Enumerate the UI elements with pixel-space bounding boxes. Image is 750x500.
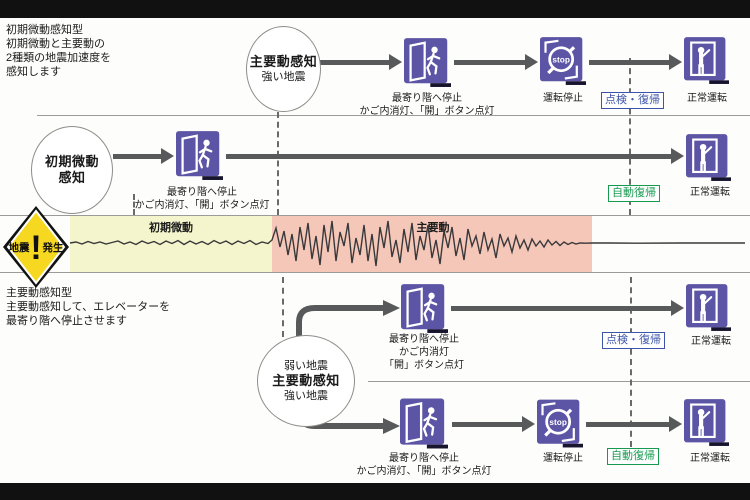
label-line: 最寄り階へ停止 bbox=[389, 334, 459, 345]
quake-sign-right-text: 発生 bbox=[42, 241, 64, 254]
circle-main-label: 主要動感知 bbox=[272, 373, 340, 388]
s-wave-detect-circle-bottom: 弱い地震 主要動感知 強い地震 bbox=[257, 335, 355, 427]
operation-stop-icon bbox=[540, 37, 586, 86]
nearest-floor-stop-label: 最寄り階へ停止 かご内消灯、「開」ボタン点灯 bbox=[334, 452, 514, 478]
normal-operation-label: 正常運転 bbox=[690, 453, 730, 464]
label-line: 「開」ボタン点灯 bbox=[384, 360, 464, 371]
auto-recovery-badge: 自動復帰 bbox=[607, 448, 659, 465]
elevator-run-icon bbox=[400, 398, 448, 450]
inspection-recovery-badge: 点検・復帰 bbox=[601, 92, 664, 109]
label-line: 最寄り階へ停止 bbox=[167, 187, 237, 198]
circle-sub-label: 弱い地震 bbox=[284, 360, 328, 372]
letterbox-bottom bbox=[0, 483, 750, 500]
note-line: 初期微動と主要動の bbox=[6, 38, 105, 50]
circle-main-label: 主要動感知 bbox=[249, 54, 318, 69]
divider bbox=[37, 115, 750, 116]
flow-arrow bbox=[586, 416, 682, 433]
timing-dash-p-wave bbox=[133, 194, 135, 215]
normal-operation-label: 正常運転 bbox=[690, 187, 730, 198]
normal-operation-icon bbox=[686, 133, 731, 183]
auto-recovery-badge: 自動復帰 bbox=[608, 185, 660, 202]
note-line: 感知します bbox=[6, 66, 61, 78]
note-line: 初期微動感知型 bbox=[6, 24, 83, 36]
flow-arrow bbox=[318, 54, 402, 71]
divider bbox=[368, 381, 750, 382]
s-wave-type-note: 主要動感知型 主要動感知して、エレベーターを 最寄り階へ停止させます bbox=[6, 286, 170, 328]
flow-arrow bbox=[226, 148, 684, 165]
timing-dash-s-wave-bottom bbox=[282, 277, 284, 337]
circle-sub-label: 強い地震 bbox=[284, 390, 328, 402]
elevator-run-icon bbox=[176, 130, 223, 182]
label-line: かご内消灯、「開」ボタン点灯 bbox=[359, 106, 495, 117]
circle-main-label: 感知 bbox=[58, 170, 86, 185]
flow-arrow bbox=[451, 300, 684, 317]
normal-operation-icon bbox=[684, 37, 729, 85]
quake-sign-exclamation: ! bbox=[30, 229, 41, 267]
earthquake-occurrence-sign: 地震 ! 発生 bbox=[3, 206, 69, 288]
timing-dash-s-wave-top bbox=[277, 112, 279, 215]
s-wave-detect-circle-top: 主要動感知 強い地震 bbox=[246, 26, 321, 112]
note-line: 2種類の地震加速度を bbox=[6, 52, 112, 64]
operation-stop-label: 運転停止 bbox=[543, 93, 583, 104]
circle-main-label: 初期微動 bbox=[44, 154, 99, 169]
nearest-floor-stop-label: 最寄り階へ停止 かご内消灯 「開」ボタン点灯 bbox=[334, 333, 514, 372]
flow-arrow bbox=[452, 416, 535, 433]
flow-arrow bbox=[454, 54, 538, 71]
divider bbox=[0, 215, 750, 216]
normal-operation-icon bbox=[686, 284, 731, 332]
letterbox-top bbox=[0, 0, 750, 18]
label-line: かご内消灯 bbox=[399, 347, 449, 358]
elevator-run-icon bbox=[404, 38, 451, 88]
p-wave-type-note: 初期微動感知型 初期微動と主要動の 2種類の地震加速度を 感知します bbox=[6, 23, 111, 79]
label-line: 最寄り階へ停止 bbox=[392, 93, 462, 104]
note-line: 主要動感知型 bbox=[6, 287, 72, 299]
timing-dash-recovery-bottom bbox=[630, 277, 632, 447]
nearest-floor-stop-label: 最寄り階へ停止 かご内消灯、「開」ボタン点灯 bbox=[112, 186, 292, 212]
circle-sub-label: 強い地震 bbox=[261, 71, 306, 83]
note-line: 主要動感知して、エレベーターを bbox=[6, 301, 171, 313]
operation-stop-label: 運転停止 bbox=[543, 453, 583, 464]
quake-sign-left-text: 地震 bbox=[9, 241, 30, 254]
p-wave-label: 初期微動 bbox=[149, 222, 193, 234]
normal-operation-label: 正常運転 bbox=[687, 93, 727, 104]
p-wave-detect-circle: 初期微動 感知 bbox=[31, 126, 113, 214]
divider bbox=[0, 272, 750, 273]
operation-stop-icon bbox=[537, 398, 583, 450]
flow-arrow bbox=[589, 54, 682, 71]
normal-operation-label: 正常運転 bbox=[691, 336, 731, 347]
label-line: かご内消灯、「開」ボタン点灯 bbox=[356, 466, 492, 477]
inspection-recovery-badge: 点検・復帰 bbox=[602, 332, 665, 349]
timing-dash-recovery-top bbox=[629, 58, 631, 215]
elevator-run-icon bbox=[401, 284, 448, 334]
note-line: 最寄り階へ停止させます bbox=[6, 315, 127, 327]
flow-arrow bbox=[113, 148, 174, 165]
nearest-floor-stop-label: 最寄り階へ停止 かご内消灯、「開」ボタン点灯 bbox=[337, 92, 517, 118]
label-line: 最寄り階へ停止 bbox=[389, 453, 459, 464]
s-wave-label: 主要動 bbox=[416, 222, 450, 234]
label-line: かご内消灯、「開」ボタン点灯 bbox=[134, 200, 270, 211]
normal-operation-icon bbox=[684, 398, 729, 448]
